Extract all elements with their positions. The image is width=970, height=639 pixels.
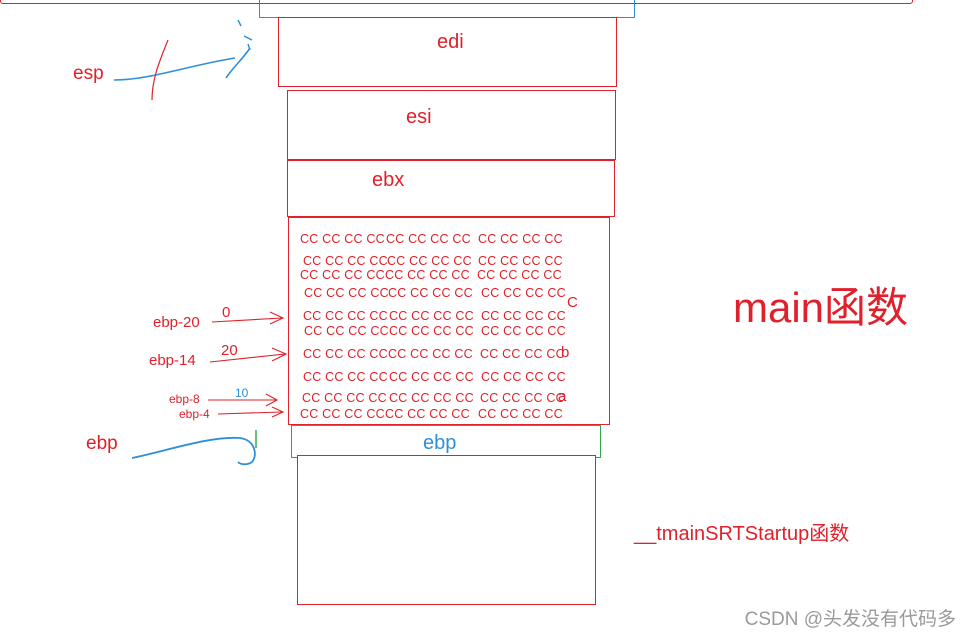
esi-label: esi	[406, 106, 432, 128]
cc-fill-cell: CC CC CC CC	[303, 370, 388, 384]
cc-fill-cell: CC CC CC CC	[302, 391, 387, 405]
cc-fill-cell: CC CC CC CC	[304, 324, 389, 338]
top-frame-blue	[259, 0, 635, 18]
edi-box: edi	[278, 17, 617, 87]
cc-fill-cell: CC CC CC CC	[478, 254, 563, 268]
ebp-arrow	[131, 436, 256, 466]
cc-fill-cell: CC CC CC CC	[389, 324, 474, 338]
cc-fill-cell: CC CC CC CC	[300, 407, 385, 421]
ebp-14-value: 20	[221, 342, 238, 359]
ebp-4-arrow	[217, 411, 283, 415]
edi-label: edi	[437, 31, 464, 53]
watermark: CSDN @头发没有代码多	[744, 609, 956, 630]
saved-ebp-label: ebp	[423, 432, 457, 454]
cc-fill-cell: CC CC CC CC	[303, 254, 388, 268]
top-frame-red	[0, 0, 913, 4]
var-b-label: b	[561, 344, 570, 361]
ebx-box: ebx	[287, 160, 615, 217]
cc-fill-cell: CC CC CC CC	[303, 309, 388, 323]
esp-red-stroke	[151, 39, 169, 101]
ebp-8-label: ebp-8	[169, 392, 200, 406]
cc-fill-cell: CC CC CC CC	[389, 309, 474, 323]
ebp-20-label: ebp-20	[153, 314, 200, 331]
esp-arrow-tip	[237, 19, 253, 51]
cc-fill-cell: CC CC CC CC	[481, 324, 566, 338]
cc-fill-cell: CC CC CC CC	[478, 232, 563, 246]
cc-fill-cell: CC CC CC CC	[389, 391, 474, 405]
cc-fill-cell: CC CC CC CC	[388, 347, 473, 361]
ebp-14-label: ebp-14	[149, 352, 196, 369]
cc-fill-cell: CC CC CC CC	[385, 407, 470, 421]
var-a-label: a	[558, 388, 567, 405]
cc-fill-cell: CC CC CC CC	[478, 407, 563, 421]
ebp-8-value: 10	[235, 386, 249, 400]
local-vars-box	[288, 217, 610, 425]
cc-fill-cell: CC CC CC CC	[477, 268, 562, 282]
cc-fill-cell: CC CC CC CC	[481, 309, 566, 323]
esi-box: esi	[287, 90, 616, 160]
esp-arrow	[113, 47, 251, 81]
startup-frame-box	[297, 455, 596, 605]
startup-frame-title: __tmainSRTStartup函数	[634, 523, 850, 545]
ebp-label: ebp	[86, 433, 118, 454]
cc-fill-cell: CC CC CC CC	[481, 370, 566, 384]
ebp-20-value: 0	[222, 304, 231, 321]
cc-fill-cell: CC CC CC CC	[388, 286, 473, 300]
cc-fill-cell: CC CC CC CC	[303, 347, 388, 361]
main-frame-title: main函数	[733, 284, 909, 331]
ebx-label: ebx	[372, 169, 405, 191]
cc-fill-cell: CC CC CC CC	[300, 232, 385, 246]
ebp-4-label: ebp-4	[179, 407, 210, 421]
cc-fill-cell: CC CC CC CC	[389, 370, 474, 384]
var-c-label: C	[567, 294, 578, 311]
cc-fill-cell: CC CC CC CC	[481, 286, 566, 300]
cc-fill-cell: CC CC CC CC	[480, 347, 565, 361]
cc-fill-cell: CC CC CC CC	[385, 268, 470, 282]
cc-fill-cell: CC CC CC CC	[387, 254, 472, 268]
esp-label: esp	[73, 63, 104, 84]
cc-fill-cell: CC CC CC CC	[480, 391, 565, 405]
cc-fill-cell: CC CC CC CC	[386, 232, 471, 246]
cc-fill-cell: CC CC CC CC	[304, 286, 389, 300]
cc-fill-cell: CC CC CC CC	[300, 268, 385, 282]
